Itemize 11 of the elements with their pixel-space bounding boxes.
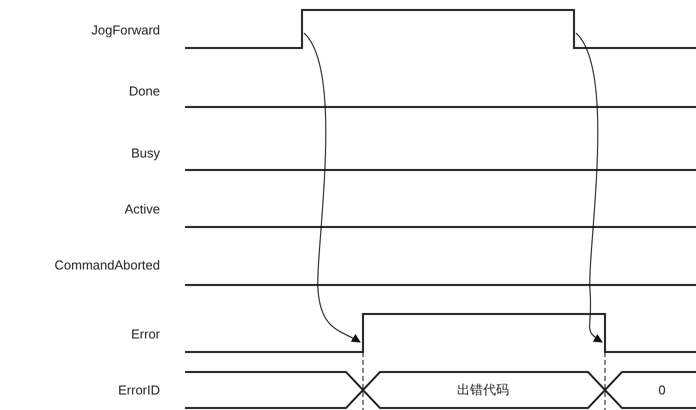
bus-value: 0 <box>658 382 666 398</box>
signal-name: Active <box>124 202 160 216</box>
signal-name: Done <box>128 84 160 98</box>
signal-name: Busy <box>131 146 160 160</box>
signal-name: Error <box>131 326 160 342</box>
bus-value: 出错代码 <box>457 381 509 399</box>
arrow <box>304 32 361 342</box>
signal-name: ErrorID <box>118 382 160 398</box>
arrow <box>576 32 603 342</box>
signal-name: JogForward <box>91 22 160 38</box>
signal-name: CommandAborted <box>54 258 160 272</box>
